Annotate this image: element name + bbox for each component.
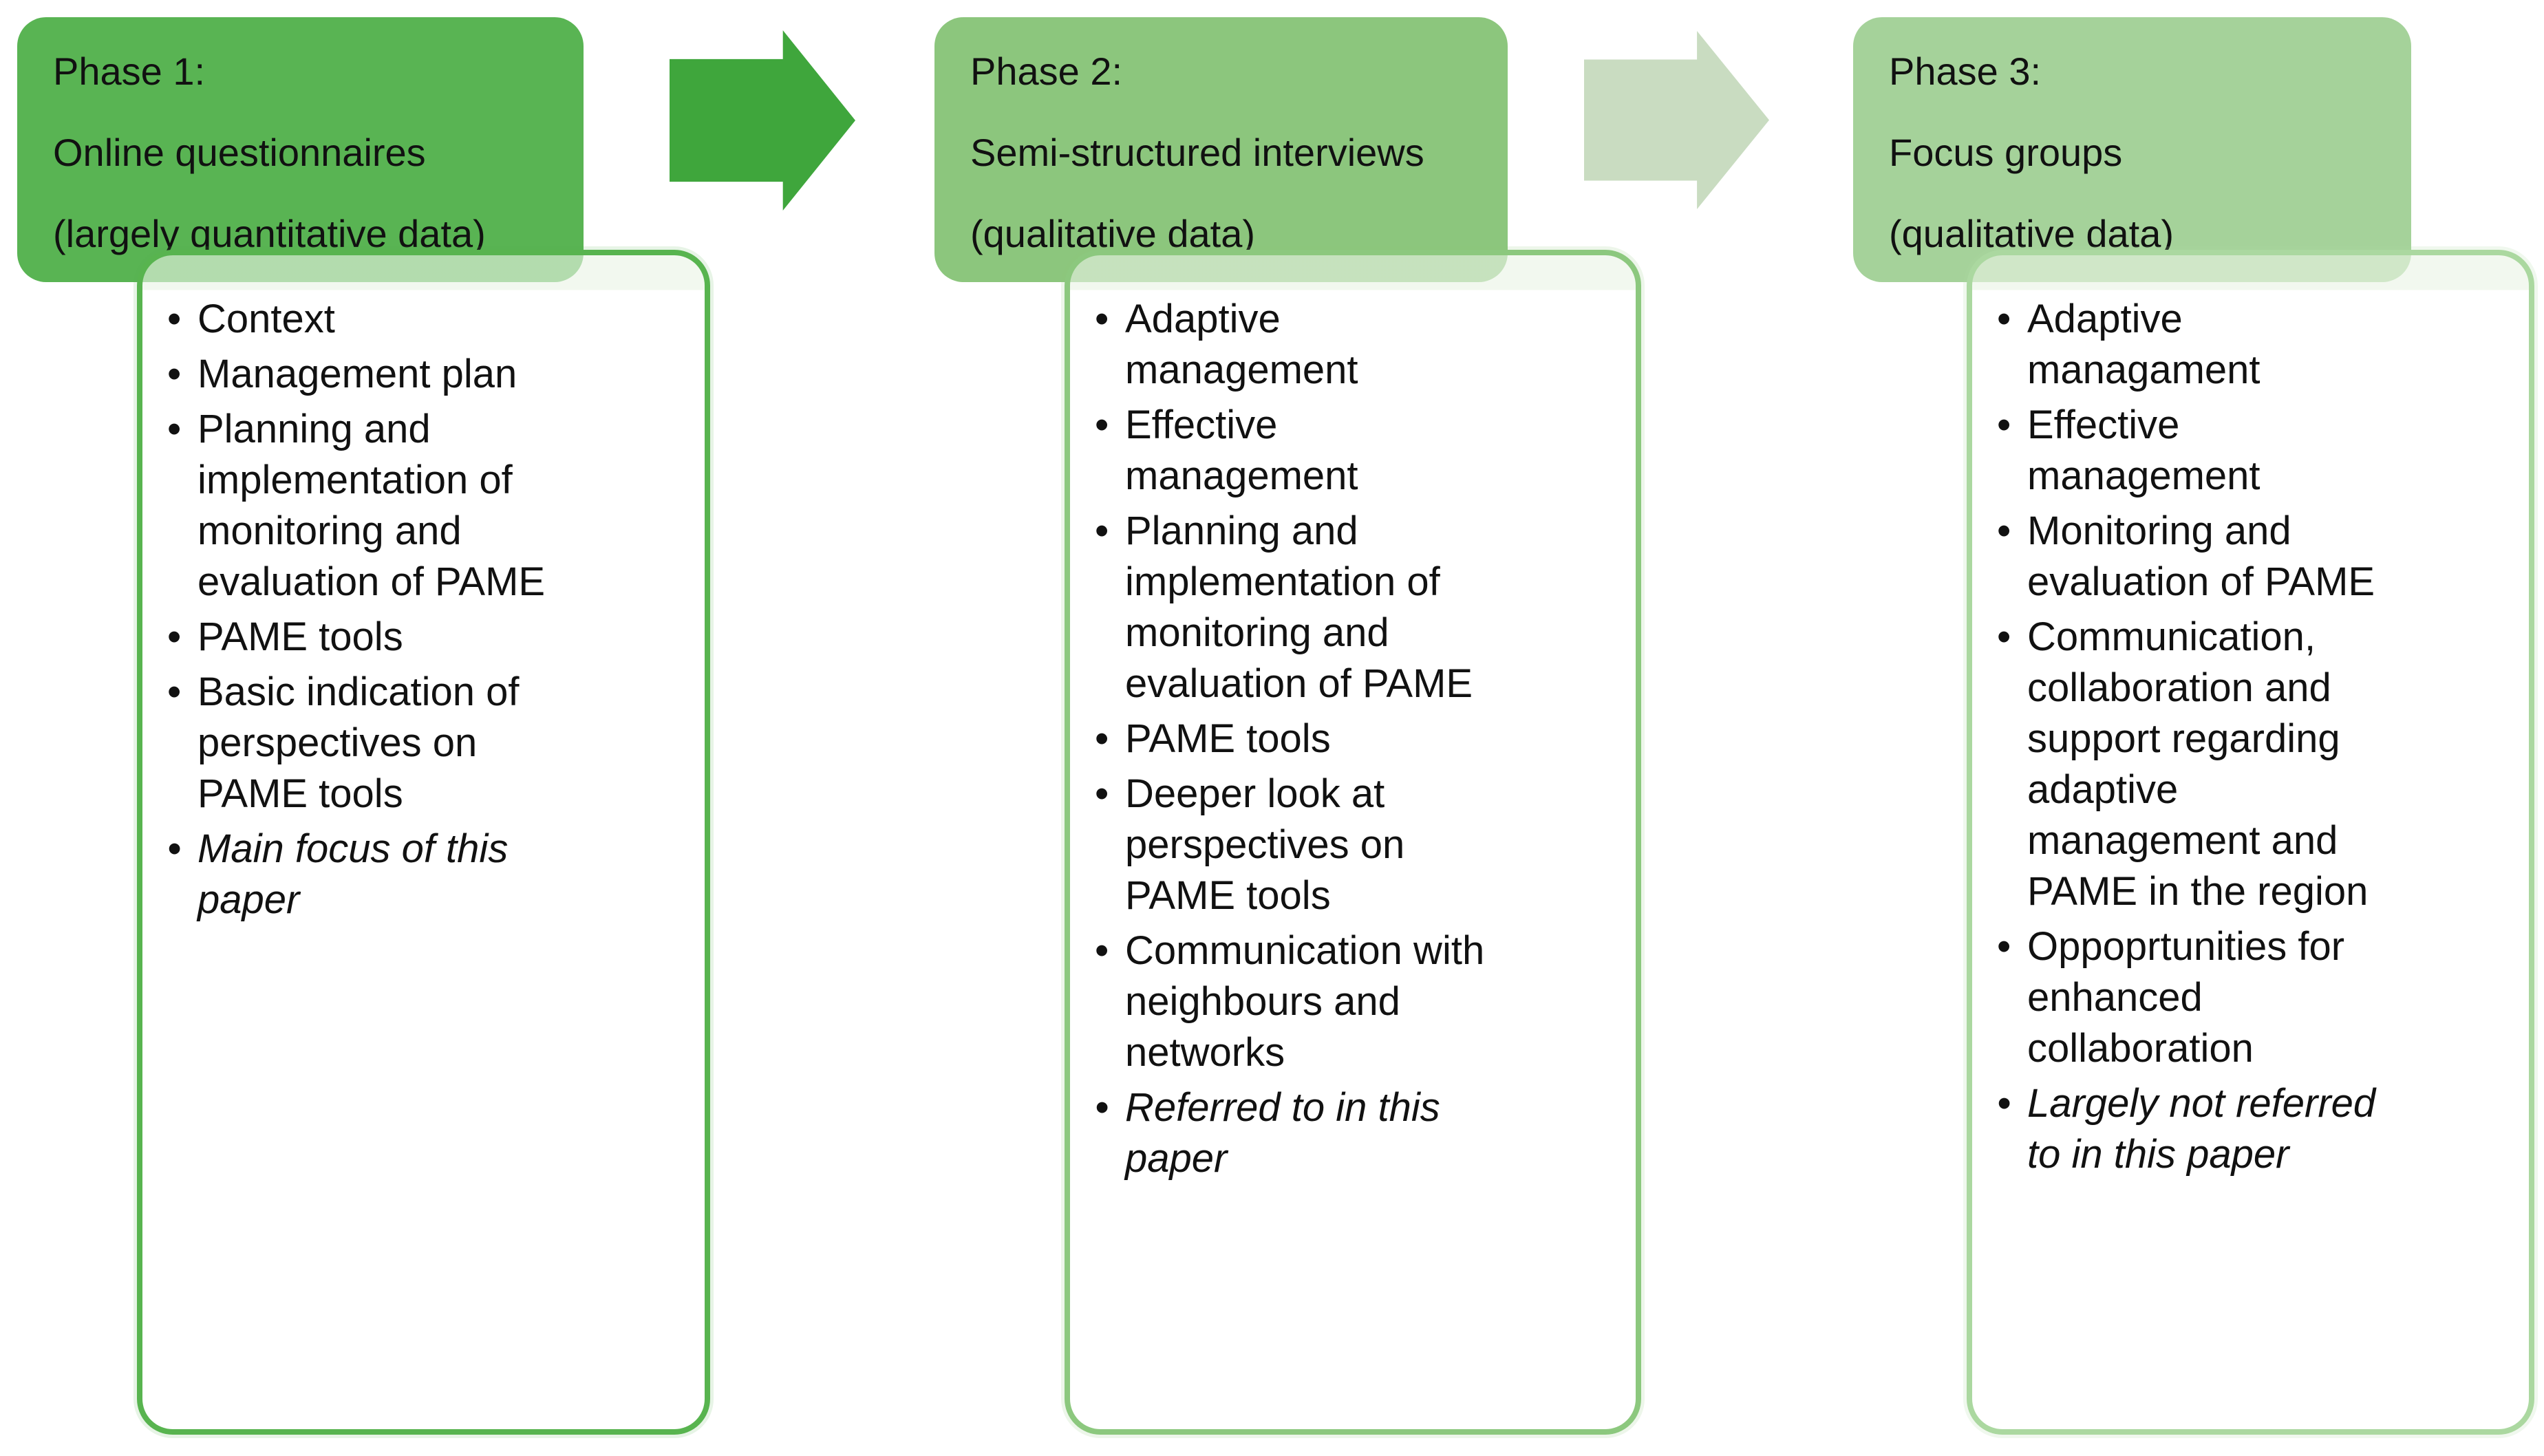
list-item-emphasis: Referred to in this paper [1095, 1082, 1510, 1184]
list-item-emphasis: Largely not referred to in this paper [1997, 1078, 2413, 1180]
phase-2-card: Adaptive management Effective management… [1065, 250, 1641, 1435]
phase-2-header: Phase 2: Semi-structured interviews (qua… [934, 17, 1508, 282]
list-item: Context [167, 294, 583, 345]
right-arrow-icon [670, 30, 855, 211]
phase-2-bullet-list: Adaptive management Effective management… [1070, 255, 1510, 1184]
list-item: Planning and implementation of monitorin… [1095, 506, 1510, 709]
phase-1-method: Online questionnaires [53, 131, 426, 174]
phase-2-title: Phase 2: [970, 50, 1123, 93]
list-item: Planning and implementation of monitorin… [167, 404, 583, 608]
phase-3-title: Phase 3: [1889, 50, 2042, 93]
phase-3-card: Adaptive managament Effective management… [1967, 250, 2534, 1435]
phase-3-bullet-list: Adaptive managament Effective management… [1972, 255, 2413, 1180]
right-arrow-icon [1584, 31, 1769, 209]
list-item: Deeper look at perspectives on PAME tool… [1095, 769, 1510, 921]
list-item: Monitoring and evaluation of PAME [1997, 506, 2413, 608]
phase-3-method: Focus groups [1889, 131, 2123, 174]
list-item: Adaptive management [1095, 294, 1510, 396]
phase-1-title: Phase 1: [53, 50, 206, 93]
phase-1-header: Phase 1: Online questionnaires (largely … [17, 17, 584, 282]
list-item: Oppoprtunities for enhanced collaboratio… [1997, 921, 2413, 1074]
phase-1-bullet-list: Context Management plan Planning and imp… [142, 255, 583, 925]
list-item: PAME tools [167, 612, 583, 663]
list-item: Adaptive managament [1997, 294, 2413, 396]
list-item: Communication, collaboration and support… [1997, 612, 2413, 917]
phase-3-header: Phase 3: Focus groups (qualitative data) [1853, 17, 2411, 282]
list-item: Effective management [1997, 400, 2413, 502]
list-item: Communication with neighbours and networ… [1095, 925, 1510, 1078]
list-item: Effective management [1095, 400, 1510, 502]
list-item: Management plan [167, 349, 583, 400]
phase-1-card: Context Management plan Planning and imp… [137, 250, 710, 1435]
list-item: Basic indication of perspectives on PAME… [167, 667, 583, 820]
list-item: PAME tools [1095, 714, 1510, 764]
phase-2-data-type: (qualitative data) [970, 212, 1256, 255]
list-item-emphasis: Main focus of this paper [167, 824, 583, 925]
phase-3-data-type: (qualitative data) [1889, 212, 2174, 255]
phase-1-data-type: (largely quantitative data) [53, 212, 486, 255]
phase-2-method: Semi-structured interviews [970, 131, 1424, 174]
